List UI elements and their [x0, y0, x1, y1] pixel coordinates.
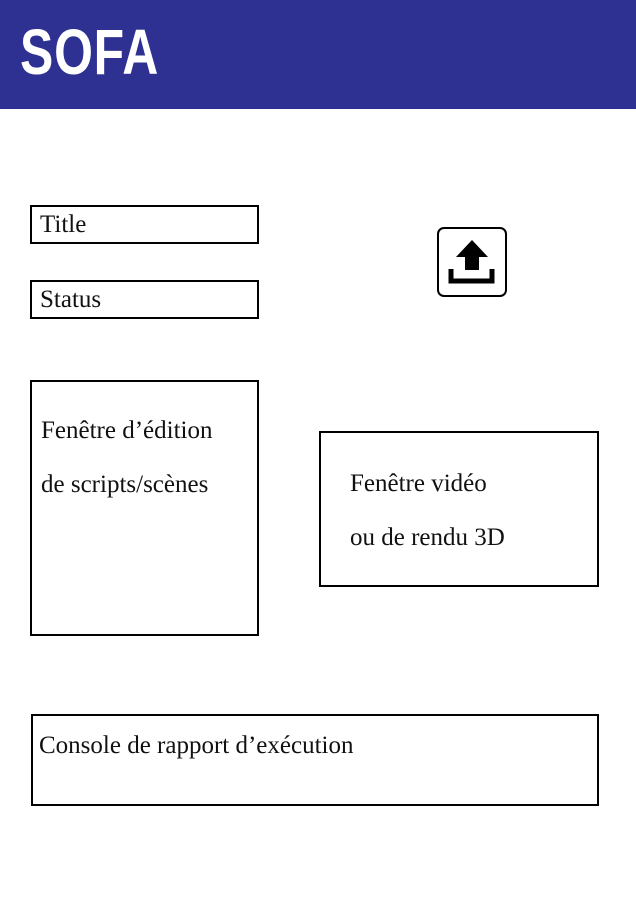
sofa-logo: SOFA	[20, 16, 160, 88]
title-field[interactable]: Title	[30, 205, 259, 244]
script-editor-line2: de scripts/scènes	[41, 471, 209, 498]
header-bar: SOFA	[0, 0, 636, 109]
upload-icon[interactable]	[437, 227, 507, 297]
status-label: Status	[40, 286, 102, 313]
video-line2: ou de rendu 3D	[350, 524, 505, 551]
script-editor-line1: Fenêtre d’édition	[41, 417, 213, 444]
execution-console[interactable]: Console de rapport d’exécution	[31, 714, 599, 806]
title-label: Title	[40, 211, 87, 238]
video-line1: Fenêtre vidéo	[350, 470, 487, 497]
script-editor-window[interactable]: Fenêtre d’édition de scripts/scènes	[30, 380, 259, 636]
status-field: Status	[30, 280, 259, 319]
video-render-window[interactable]: Fenêtre vidéo ou de rendu 3D	[319, 431, 599, 587]
console-label: Console de rapport d’exécution	[39, 732, 354, 759]
